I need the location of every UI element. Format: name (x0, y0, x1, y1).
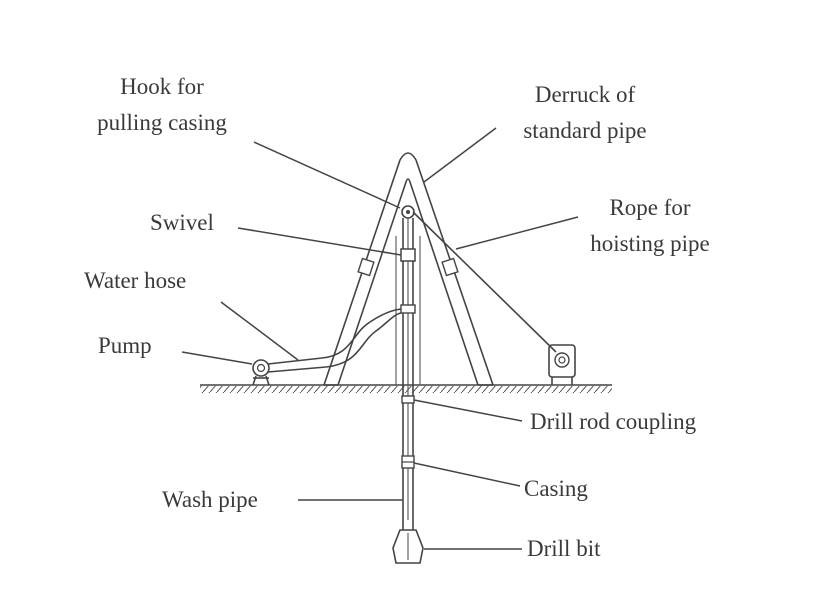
label-hook-line1: Hook for (120, 74, 204, 99)
label-rope-line1: Rope for (609, 195, 691, 220)
derrick (323, 152, 494, 386)
label-swivel: Swivel (150, 210, 214, 235)
label-rope-line2: hoisting pipe (590, 231, 710, 256)
hoisting-rope (412, 211, 557, 353)
pulley (401, 205, 415, 219)
pump (252, 359, 270, 386)
label-water-hose: Water hose (84, 268, 187, 293)
label-derrick-line2: standard pipe (523, 118, 647, 143)
winch (548, 344, 576, 385)
drill-rod-coupling (401, 395, 415, 404)
label-drill-bit: Drill bit (527, 536, 601, 561)
water-hose (267, 308, 402, 373)
label-drill-rod-coupling: Drill rod coupling (530, 409, 697, 434)
swivel (400, 248, 416, 262)
label-hook-line2: pulling casing (97, 110, 227, 135)
label-pump: Pump (98, 333, 152, 358)
drill-bit (392, 529, 424, 564)
label-casing: Casing (524, 476, 588, 501)
label-derrick-line1: Derruck of (534, 82, 636, 107)
label-wash-pipe: Wash pipe (162, 487, 258, 512)
leader-lines (181, 127, 579, 550)
drill-column (395, 218, 421, 530)
ground (200, 384, 612, 393)
